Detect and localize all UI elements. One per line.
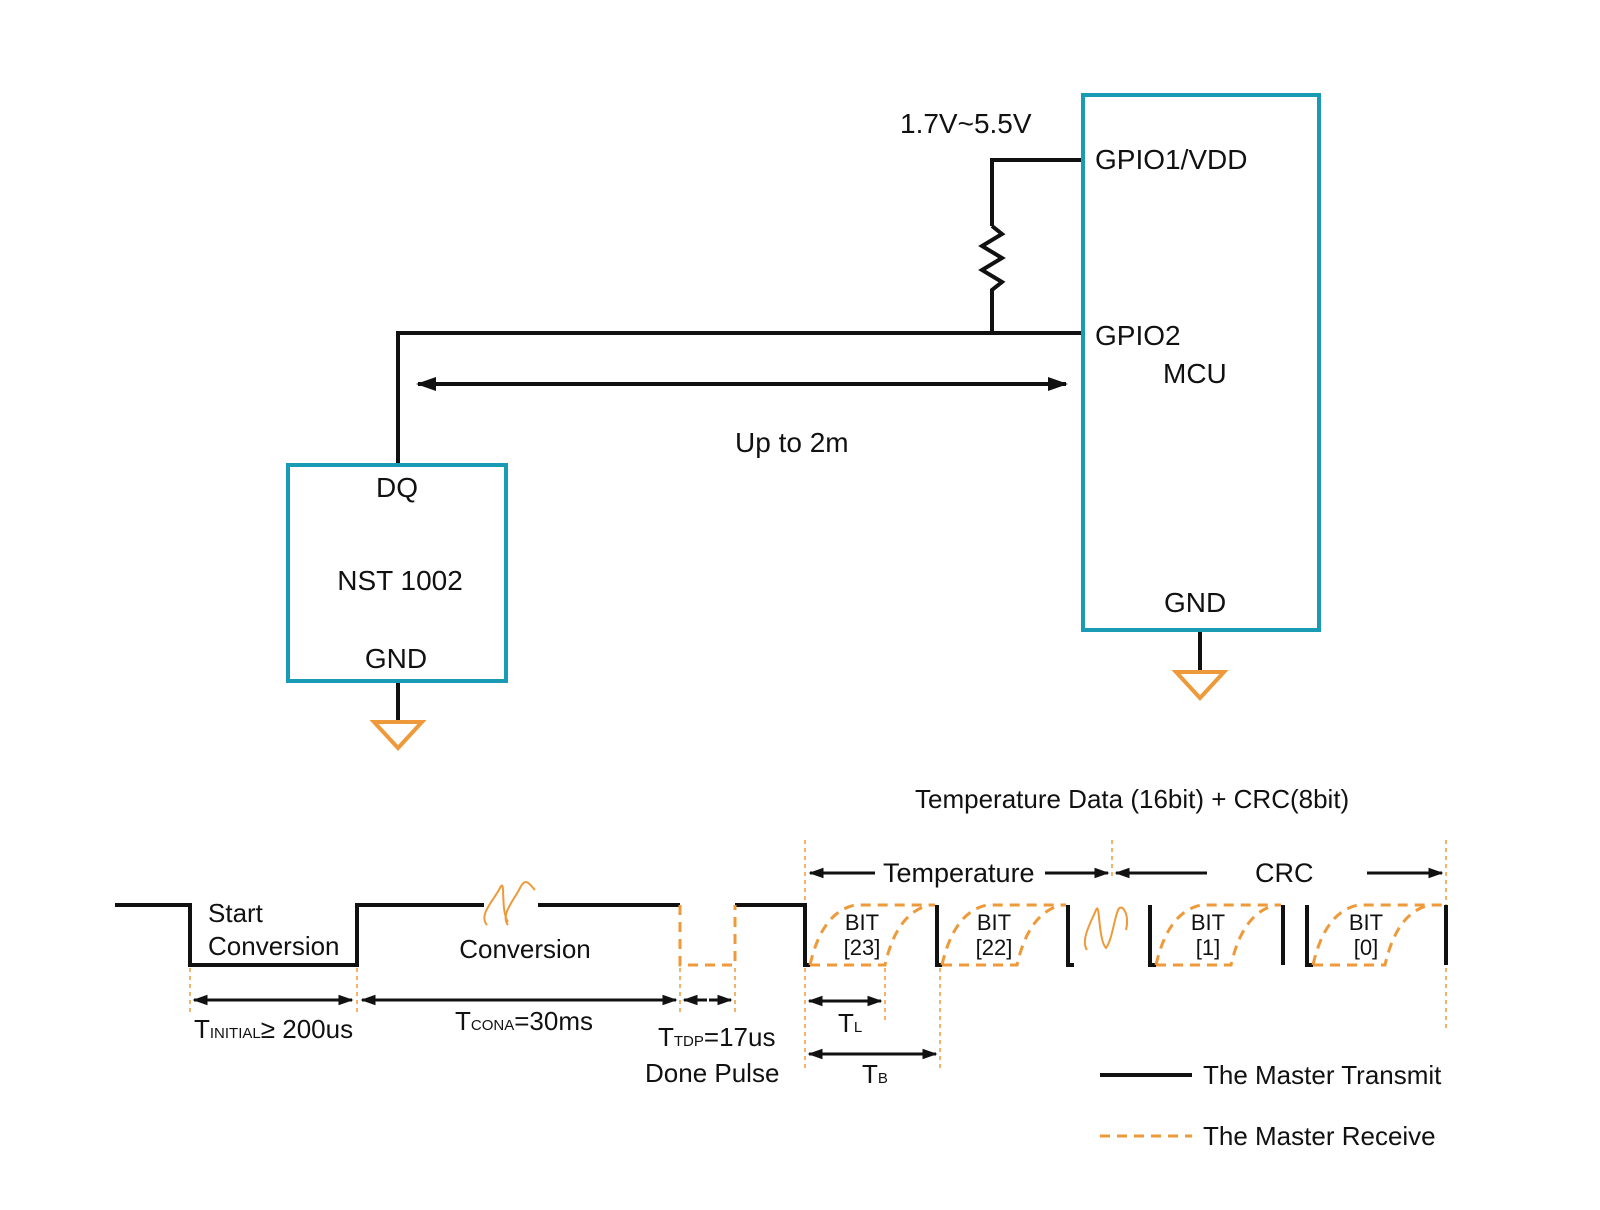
start-phase-label-line1: Start [208, 898, 264, 928]
transmit-waveform-bit0 [1305, 905, 1313, 967]
data-line-wire [396, 331, 1081, 465]
sensor-box [286, 463, 508, 683]
bit-receive-envelope [940, 903, 1066, 967]
t-l-label: TL [838, 1008, 862, 1038]
t-cona-label: TCONA=30ms [455, 1006, 593, 1036]
bit-label-line2: [0] [1354, 935, 1378, 960]
conversion-phase-label: Conversion [459, 934, 591, 964]
transmit-waveform-bit22 [935, 905, 942, 967]
transmit-waveform-start [115, 903, 484, 967]
t-tdp-label: TTDP=17us [658, 1022, 775, 1052]
t-initial-label: TINITIAL≥ 200us [194, 1014, 353, 1044]
cable-length-label: Up to 2m [735, 427, 849, 458]
transmit-waveform-gap [1066, 905, 1074, 967]
done-pulse-receive [678, 905, 737, 967]
sensor-ground-icon [369, 720, 427, 751]
done-pulse-label: Done Pulse [645, 1058, 779, 1088]
transmit-waveform-bit1 [1148, 905, 1156, 967]
mcu-ground-icon [1171, 670, 1229, 701]
bit-receive-envelope [1154, 903, 1281, 967]
bit-label-line1: BIT [1191, 910, 1225, 935]
mcu-pin-gpio2-label: GPIO2 [1095, 320, 1181, 351]
vdd-wire [990, 158, 1081, 226]
sensor-name-label: NST 1002 [337, 565, 463, 596]
mcu-box [1081, 93, 1321, 632]
supply-voltage-label: 1.7V~5.5V [900, 108, 1032, 139]
sensor-pin-gnd-label: GND [365, 643, 427, 674]
circuit-schematic: GPIO1/VDD GPIO2 MCU GND 1.7V~5.5V Up to … [286, 93, 1321, 751]
mcu-pin-gnd-label: GND [1164, 587, 1226, 618]
legend: The Master Transmit The Master Receive [1100, 1060, 1442, 1151]
bit-label-line2: [1] [1196, 935, 1220, 960]
temperature-section-label: Temperature [883, 858, 1035, 888]
pullup-resistor-icon [978, 224, 1006, 333]
bit-label-line1: BIT [977, 910, 1011, 935]
bit-label-line1: BIT [1349, 910, 1383, 935]
bit-cell-1: BIT [1] [1154, 903, 1281, 967]
bit-receive-envelope [808, 903, 935, 967]
frame-title: Temperature Data (16bit) + CRC(8bit) [915, 784, 1349, 814]
bit-label-line2: [23] [844, 935, 881, 960]
crc-section-label: CRC [1255, 858, 1314, 888]
timing-diagram: Temperature Data (16bit) + CRC(8bit) Tem… [115, 784, 1448, 1151]
bit-receive-envelope [1311, 903, 1444, 967]
mcu-name-label: MCU [1163, 358, 1227, 389]
bit-label-line1: BIT [845, 910, 879, 935]
bit-cell-22: BIT [22] [940, 903, 1066, 967]
bit-cell-0: BIT [0] [1311, 903, 1444, 967]
break-icon [483, 881, 536, 926]
sensor-pin-dq-label: DQ [376, 472, 418, 503]
break-icon [1083, 906, 1128, 951]
bit-label-line2: [22] [976, 935, 1013, 960]
transmit-waveform-bit23 [735, 903, 810, 967]
start-phase-label-line2: Conversion [208, 931, 340, 961]
bit-cell-23: BIT [23] [808, 903, 935, 967]
mcu-pin-vdd-label: GPIO1/VDD [1095, 144, 1247, 175]
legend-receive-label: The Master Receive [1203, 1121, 1436, 1151]
t-b-label: TB [862, 1059, 888, 1089]
legend-transmit-label: The Master Transmit [1203, 1060, 1442, 1090]
